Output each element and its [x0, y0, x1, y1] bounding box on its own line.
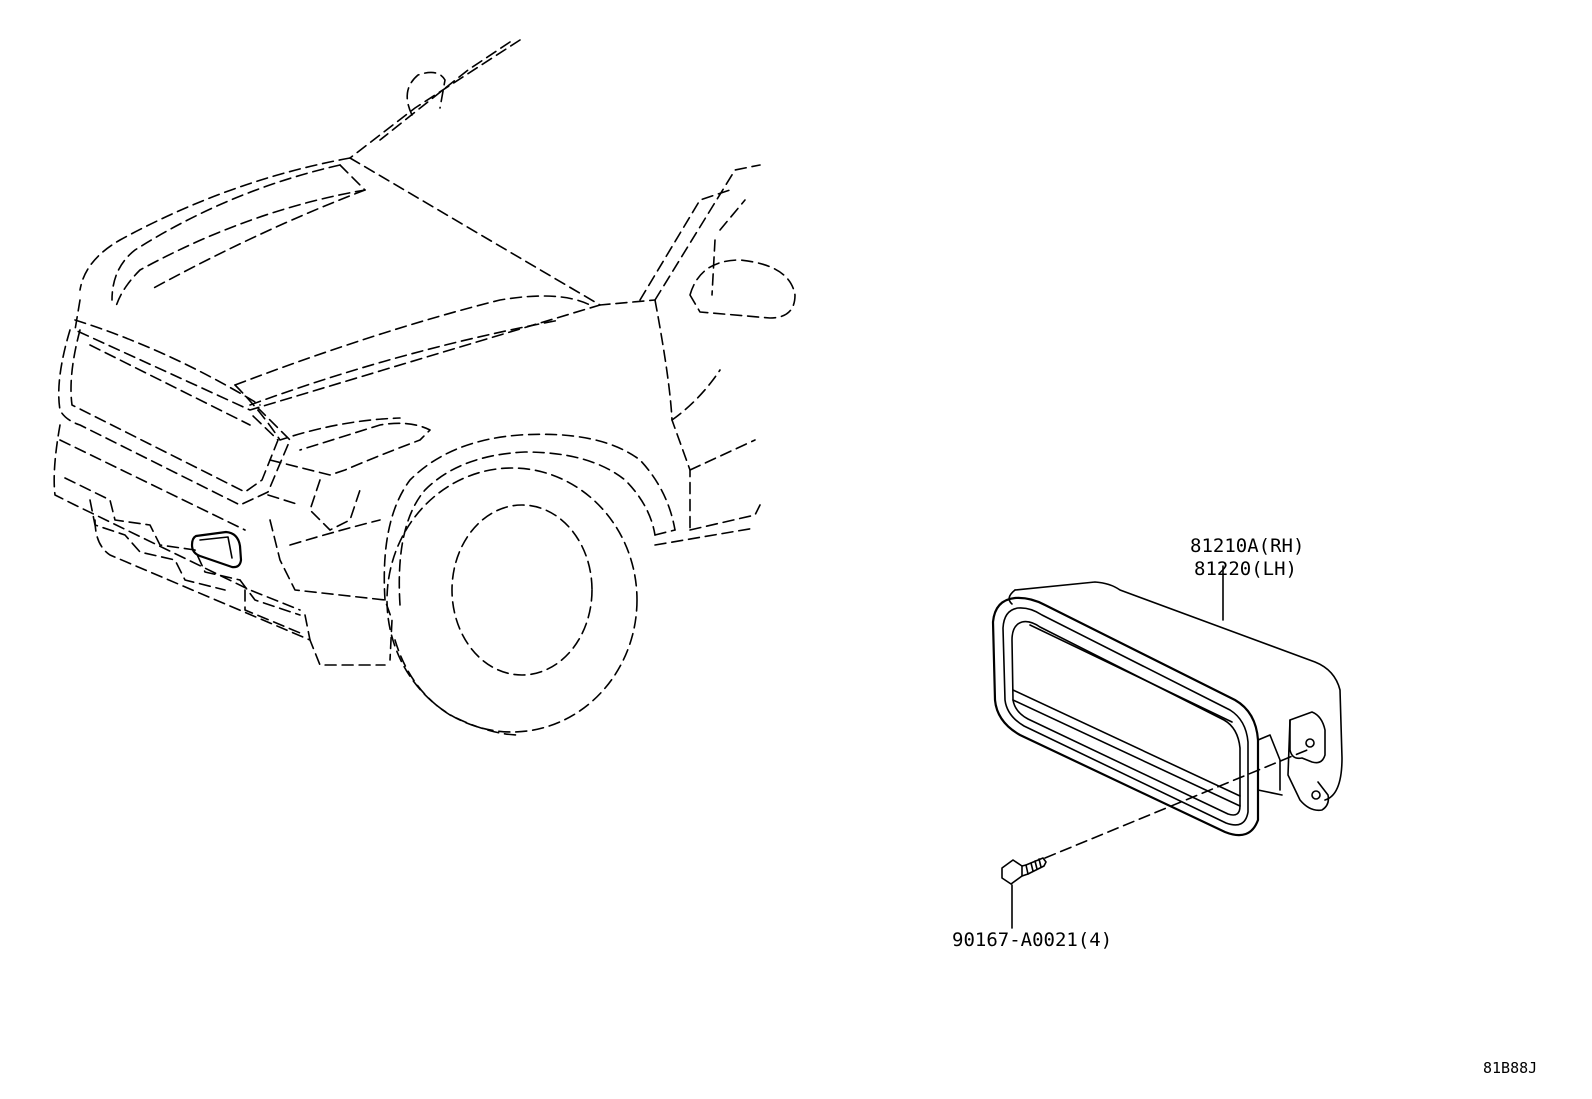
figure-code: 81B88J [1483, 1059, 1537, 1077]
fog-lamp-assembly [991, 565, 1343, 837]
part-label-lh: 81220(LH) [1194, 558, 1297, 580]
vehicle-front-outline [53, 39, 796, 736]
part-label-rh: 81210A(RH) [1190, 535, 1304, 557]
screw-installation-line [1044, 747, 1313, 859]
screw-icon [1001, 857, 1047, 929]
fog-lamp-location-on-vehicle [190, 530, 243, 569]
screw-part-label: 90167-A0021(4) [952, 929, 1112, 951]
